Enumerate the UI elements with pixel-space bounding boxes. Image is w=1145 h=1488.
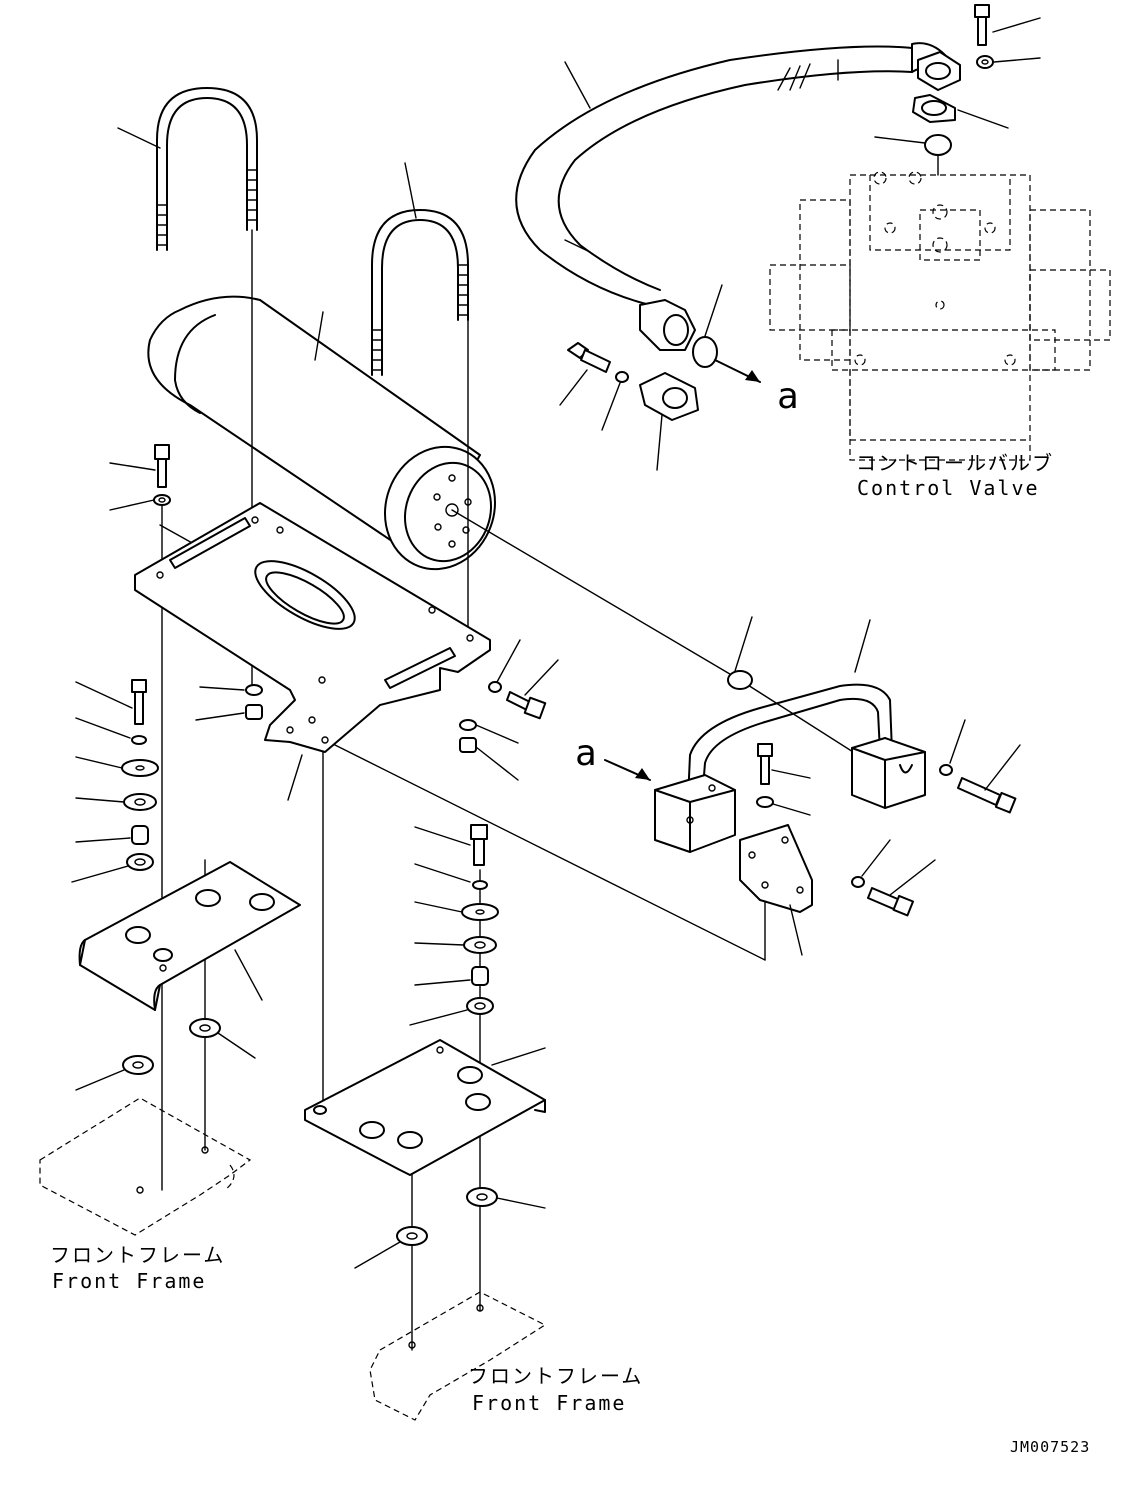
front-frame-right-en: Front Frame [472,1391,626,1415]
u-bolt-left [117,87,258,251]
front-frame-right: フロントフレーム Front Frame [369,1291,643,1421]
view-marker-upper: a [777,376,799,417]
front-frame-left-jp: フロントフレーム [50,1243,225,1267]
view-marker-lower: a [575,733,597,774]
bracket-lower-center [304,1039,546,1176]
washer-nut-middle [195,684,263,721]
control-valve: コントロールバルブ Control Valve [769,154,1111,500]
hydraulic-tube: a [575,616,926,853]
bracket-lower-left [78,861,301,1011]
mount-stack-center [409,824,499,1026]
front-frame-right-jp: フロントフレーム [468,1364,643,1388]
hose-upper-fittings [874,4,1041,156]
bolt-plate-right [459,639,559,781]
hose-lower-fittings: a [559,284,799,471]
drawing-code: JM007523 [1010,1438,1090,1456]
washers-bottom-center [354,1187,546,1269]
mount-stack-left [71,679,159,883]
control-valve-en: Control Valve [857,476,1040,500]
front-frame-left: フロントフレーム Front Frame [39,1097,252,1293]
washers-bottom-left [75,1018,256,1091]
front-frame-left-en: Front Frame [52,1269,206,1293]
bolt-upper-left [109,444,171,511]
tube-bolts [756,719,1021,917]
control-valve-jp: コントロールバルブ [856,451,1054,475]
u-bolt-right [371,162,469,376]
mounting-plate [134,502,491,801]
hydraulic-hose [515,42,961,351]
tube-bracket [739,824,813,956]
